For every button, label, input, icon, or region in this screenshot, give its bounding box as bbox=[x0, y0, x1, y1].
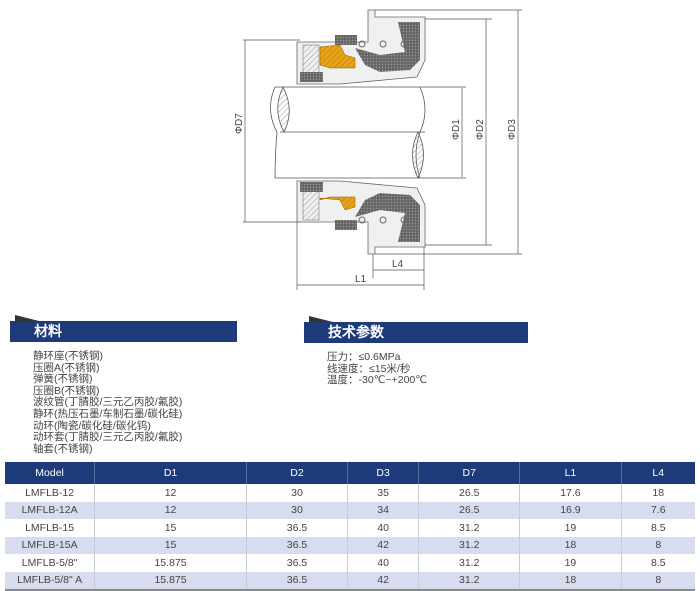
list-item: 压力：≤0.6MPa bbox=[327, 351, 401, 363]
table-cell: 7.6 bbox=[620, 501, 695, 519]
table-cell: 35 bbox=[347, 484, 419, 502]
table-cell: 34 bbox=[347, 501, 419, 519]
tech-header: 技术参数 bbox=[304, 316, 528, 343]
col-header: D1 bbox=[94, 462, 247, 484]
table-cell: 19 bbox=[519, 519, 622, 537]
col-header: Model bbox=[5, 462, 95, 484]
dim-label-l4: L4 bbox=[392, 259, 404, 270]
table-cell: 19 bbox=[519, 554, 622, 572]
table-cell: LMFLB-12A bbox=[5, 501, 95, 519]
seal-lower bbox=[296, 180, 426, 255]
table-cell: LMFLB-5/8" bbox=[21, 556, 78, 569]
col-header: D2 bbox=[245, 462, 348, 484]
list-item: 动环(陶瓷/碳化硅/碳化钨) bbox=[33, 419, 151, 432]
col-header: D3 bbox=[347, 462, 419, 484]
table-cell: 30 bbox=[245, 501, 348, 519]
table-cell: 36.5 bbox=[245, 536, 348, 554]
dim-label-d1: ΦD1 bbox=[451, 119, 462, 140]
table-cell: LMFLB-15A bbox=[5, 536, 95, 554]
table-cell: 12 bbox=[94, 501, 247, 519]
table-cell: 31.2 bbox=[418, 554, 520, 572]
col-header: L4 bbox=[620, 462, 695, 484]
list-item: 压圈B(不锈钢) bbox=[33, 384, 100, 397]
dim-label-l1: L1 bbox=[355, 274, 367, 285]
list-item: 轴套(不锈钢) bbox=[33, 442, 93, 455]
table-cell: 15 bbox=[94, 519, 247, 537]
col-header: L1 bbox=[519, 462, 622, 484]
table-cell: 8 bbox=[620, 536, 695, 554]
table-cell: 15.875 bbox=[94, 571, 247, 591]
table-cell: 31.2 bbox=[418, 519, 520, 537]
table-cell: 30 bbox=[245, 484, 348, 502]
shaft bbox=[270, 86, 466, 179]
table-cell: 26.5 bbox=[418, 501, 520, 519]
table-cell: 15.875 bbox=[94, 554, 247, 572]
list-item: 压圈A(不锈钢) bbox=[33, 361, 100, 374]
dim-label-d3: ΦD3 bbox=[507, 119, 518, 140]
list-item: 静环座(不锈钢) bbox=[33, 350, 103, 362]
table-cell: 31.2 bbox=[418, 571, 520, 591]
dimension-lines bbox=[243, 9, 522, 290]
table-cell: 26.5 bbox=[418, 484, 520, 502]
table-cell: 40 bbox=[347, 554, 419, 572]
seal-upper bbox=[296, 9, 426, 85]
table-cell: 17.6 bbox=[519, 484, 622, 502]
list-item: 静环(热压石墨/车制石墨/碳化硅) bbox=[33, 407, 183, 420]
table-cell: 8.5 bbox=[620, 519, 695, 537]
table-cell: 42 bbox=[347, 536, 419, 554]
table-cell: 36.5 bbox=[245, 519, 348, 537]
table-cell: 18 bbox=[519, 536, 622, 554]
seal-cross-section-drawing: ΦD7 ΦD1 ΦD2 ΦD3 L1 L4 bbox=[234, 9, 522, 290]
table-cell: 8.5 bbox=[620, 554, 695, 572]
list-item: 波纹管(丁腈胶/三元乙丙胶/氟胶) bbox=[33, 396, 183, 409]
table-cell: LMFLB-12 bbox=[25, 486, 75, 499]
table-cell: 31.2 bbox=[418, 536, 520, 554]
table-header-row: Model D1 D2 D3 D7 L1 L4 bbox=[5, 462, 695, 484]
materials-title: 材料 bbox=[34, 323, 62, 339]
tech-title: 技术参数 bbox=[328, 324, 384, 340]
materials-list: 静环座(不锈钢) 压圈A(不锈钢) 弹簧(不锈钢) 压圈B(不锈钢) 波纹管(丁… bbox=[33, 350, 183, 455]
table-cell: 15 bbox=[94, 536, 247, 554]
table-cell: 18 bbox=[519, 571, 622, 591]
dim-label-d7: ΦD7 bbox=[234, 113, 245, 134]
materials-header: 材料 bbox=[10, 315, 237, 342]
table-cell: 12 bbox=[94, 484, 247, 502]
list-item: 线速度：≤15米/秒 bbox=[327, 362, 411, 375]
table-cell: 40 bbox=[347, 519, 419, 537]
list-item: 动环套(丁腈胶/三元乙丙胶/氟胶) bbox=[33, 431, 183, 444]
table-cell: LMFLB-15 bbox=[25, 521, 75, 534]
list-item: 温度：-30℃~+200℃ bbox=[327, 374, 428, 387]
table-cell: LMFLB-5/8" A bbox=[5, 571, 95, 591]
list-item: 弹簧(不锈钢) bbox=[33, 373, 93, 386]
table-cell: 16.9 bbox=[519, 501, 622, 519]
table-cell: 36.5 bbox=[245, 571, 348, 591]
table-cell: 18 bbox=[620, 484, 695, 502]
table-cell: 8 bbox=[620, 571, 695, 591]
dim-label-d2: ΦD2 bbox=[475, 119, 486, 140]
tech-list: 压力：≤0.6MPa 线速度：≤15米/秒 温度：-30℃~+200℃ bbox=[327, 351, 428, 387]
table-cell: 42 bbox=[347, 571, 419, 591]
col-header: D7 bbox=[418, 462, 520, 484]
table-cell: 36.5 bbox=[245, 554, 348, 572]
